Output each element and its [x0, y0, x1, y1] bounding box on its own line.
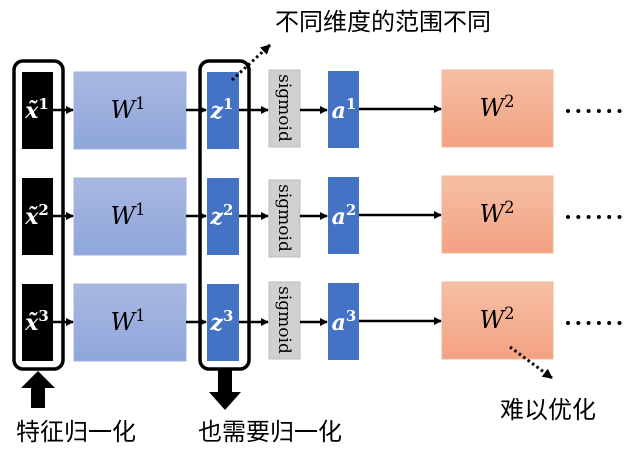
w2-label-superscript: 2 — [504, 198, 514, 217]
w1-label-superscript: 1 — [135, 306, 145, 325]
feature-normalization-arrow — [21, 371, 55, 408]
ellipsis-dot — [576, 215, 581, 219]
ellipsis-dot — [586, 215, 591, 219]
w2-label: W2 — [479, 198, 514, 228]
z-box — [207, 72, 239, 149]
a-label-superscript: 2 — [346, 201, 356, 219]
hard-to-optimize-label: 难以优化 — [500, 396, 596, 424]
w1-label-base: W — [110, 96, 137, 124]
input-feature-label-base: x̃ — [24, 204, 39, 230]
ellipsis-dot — [566, 215, 570, 219]
w1-weight-box — [73, 177, 187, 256]
input-feature-box — [22, 178, 53, 255]
z-box — [207, 284, 239, 361]
z-label-base: z — [210, 204, 224, 230]
z-label: z2 — [210, 201, 234, 230]
input-feature-label: x̃1 — [24, 95, 49, 124]
input-feature-box — [22, 72, 53, 149]
input-feature-label-superscript: 1 — [38, 95, 48, 113]
a-label: a3 — [332, 307, 357, 336]
ellipsis-dots — [566, 109, 622, 113]
z-label-base: z — [210, 98, 224, 124]
sigmoid-box — [268, 69, 301, 148]
w1-label-superscript: 1 — [135, 200, 145, 219]
z-label: z3 — [210, 307, 234, 336]
sigmoid-label: sigmoid — [274, 286, 294, 354]
sigmoid-label: sigmoid — [274, 184, 294, 252]
ellipsis-dot — [576, 109, 581, 113]
input-feature-label-superscript: 2 — [38, 201, 48, 219]
sigmoid-box — [268, 179, 301, 258]
ellipsis-dot — [586, 109, 591, 113]
w1-label: W1 — [110, 200, 145, 230]
input-feature-label-superscript: 3 — [38, 307, 48, 325]
ellipsis-dots — [566, 215, 622, 219]
a-box — [328, 177, 359, 254]
input-feature-label-base: x̃ — [24, 310, 39, 336]
w1-label: W1 — [110, 94, 145, 124]
sigmoid-label: sigmoid — [274, 74, 294, 142]
a-label-superscript: 3 — [346, 307, 356, 325]
w2-label-base: W — [479, 306, 506, 334]
z-normalization-arrow — [209, 370, 241, 410]
w2-label-base: W — [479, 94, 506, 122]
z-label-base: z — [210, 310, 224, 336]
w2-weight-box — [441, 69, 554, 148]
sigmoid-box — [268, 281, 301, 360]
w2-weight-box — [441, 175, 554, 254]
w2-label-base: W — [479, 200, 506, 228]
ellipsis-dot — [607, 109, 612, 113]
z-label-superscript: 1 — [223, 95, 233, 113]
w1-label-base: W — [110, 202, 137, 230]
input-feature-box — [22, 284, 53, 361]
ellipsis-dot — [617, 215, 622, 219]
input-feature-label: x̃2 — [24, 201, 49, 230]
ellipsis-dots — [566, 321, 622, 325]
a-box — [328, 283, 359, 360]
ellipsis-dot — [596, 109, 601, 113]
w2-weight-box — [441, 281, 554, 360]
ellipsis-dot — [607, 215, 612, 219]
ellipsis-dot — [617, 321, 622, 325]
w1-label-superscript: 1 — [135, 94, 145, 113]
w1-weight-box — [73, 71, 187, 150]
a-box — [328, 71, 359, 148]
ellipsis-dot — [586, 321, 591, 325]
input-feature-label-base: x̃ — [24, 98, 39, 124]
ellipsis-dot — [566, 109, 570, 113]
a-label: a2 — [332, 201, 357, 230]
a-label-base: a — [332, 98, 346, 124]
z-label-superscript: 3 — [223, 307, 233, 325]
range-annotation-label: 不同维度的范围不同 — [275, 8, 491, 36]
ellipsis-dot — [596, 215, 601, 219]
z-label: z1 — [210, 95, 234, 124]
w2-label: W2 — [479, 92, 514, 122]
z-normalization-label: 也需要归一化 — [198, 418, 342, 446]
ellipsis-dot — [617, 109, 622, 113]
z-box — [207, 178, 239, 255]
w1-weight-box — [73, 283, 187, 362]
a-label-base: a — [332, 310, 346, 336]
input-feature-label: x̃3 — [24, 307, 49, 336]
w1-label-base: W — [110, 308, 137, 336]
w2-label-superscript: 2 — [504, 92, 514, 111]
feature-normalization-label: 特征归一化 — [16, 418, 136, 446]
ellipsis-dot — [596, 321, 601, 325]
a-label-superscript: 1 — [346, 95, 356, 113]
ellipsis-dot — [607, 321, 612, 325]
ellipsis-dot — [566, 321, 570, 325]
w1-label: W1 — [110, 306, 145, 336]
z-label-superscript: 2 — [223, 201, 233, 219]
a-label: a1 — [332, 95, 357, 124]
w2-label-superscript: 2 — [504, 304, 514, 323]
w2-label: W2 — [479, 304, 514, 334]
a-label-base: a — [332, 204, 346, 230]
ellipsis-dot — [576, 321, 581, 325]
